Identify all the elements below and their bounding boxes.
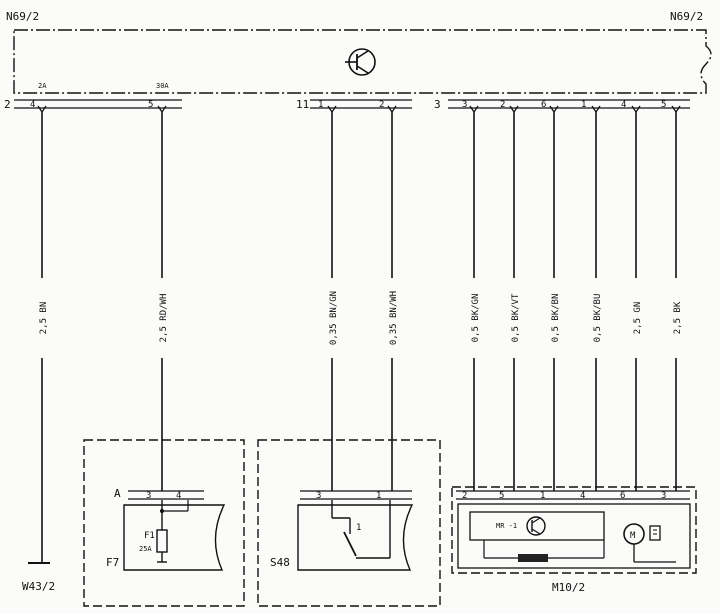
connector-number-middle: 11 <box>296 98 309 111</box>
fuse-box-f7: A 3 4 F1 25A F7 <box>83 439 245 607</box>
inductor-icon <box>518 554 548 562</box>
wire-label-background <box>325 278 339 358</box>
wire-label: 0,5 BK/BN <box>551 294 561 343</box>
pin-number: 5 <box>148 100 153 110</box>
sensor-icon <box>649 525 661 541</box>
wire-label-background <box>507 278 521 358</box>
wire-label: 0,35 BN/WH <box>389 291 399 345</box>
connector-number-right: 3 <box>434 98 441 111</box>
pin-number: 6 <box>620 491 625 501</box>
wire-label-background <box>547 278 561 358</box>
pin-number: 3 <box>316 491 321 501</box>
wire-label-background <box>35 278 49 358</box>
pin-number: 4 <box>621 100 626 110</box>
pin-number: 2 <box>500 100 505 110</box>
switch-icon <box>331 500 391 559</box>
motor-module-m10-2: 2 5 1 4 6 3 MR -1 M M10/2 <box>451 486 697 594</box>
wire-label: 0,5 BK/VT <box>511 293 521 342</box>
wire-label-background <box>629 278 643 358</box>
module-label-right: N69/2 <box>670 10 703 23</box>
wire-label: 0,35 BN/GN <box>329 291 339 345</box>
motor-inner-label: MR -1 <box>496 522 517 530</box>
ground-label: W43/2 <box>22 580 55 593</box>
control-module-outline <box>13 29 712 94</box>
switch-number: 1 <box>356 523 361 533</box>
pin-number: 1 <box>581 100 586 110</box>
wire-label-background <box>385 278 399 358</box>
pin-number: 5 <box>499 491 504 501</box>
pin-number: 2 <box>462 491 467 501</box>
connector-arrow-icon <box>387 105 397 114</box>
motor-icon: M <box>623 523 676 563</box>
fuse-rating: 25A <box>139 545 152 553</box>
fuse-box-outline <box>83 439 245 607</box>
pin-number: 5 <box>661 100 666 110</box>
fuse-icon <box>156 529 168 553</box>
module-label-left: N69/2 <box>6 10 39 23</box>
pin-number: 6 <box>541 100 546 110</box>
connector-strips: 2 11 3 <box>4 98 690 111</box>
motor-module-label: M10/2 <box>552 581 585 594</box>
switch-box-outline <box>257 439 441 607</box>
pin-numbers: 4 5 1 2 3 2 6 1 4 5 2A 30A <box>30 82 666 110</box>
connector-arrow-icon <box>591 105 601 114</box>
pin-number: 1 <box>318 100 323 110</box>
svg-text:M: M <box>630 531 636 541</box>
wire-label: 2,5 GN <box>633 302 643 335</box>
wire-label: 2,5 BN <box>39 302 49 335</box>
fuse-box-connector: A <box>114 487 121 500</box>
switch-box-label: S48 <box>270 556 290 569</box>
transistor-icon <box>526 516 546 536</box>
fuse-label: F1 <box>144 531 155 541</box>
pin-number: 3 <box>146 491 151 501</box>
ground-w43-2: W43/2 <box>22 562 55 593</box>
connector-arrow-icon <box>671 105 681 114</box>
wire-label-background <box>467 278 481 358</box>
pin-number: 4 <box>176 491 181 501</box>
transistor-icon <box>345 48 376 76</box>
control-module-n69-2: N69/2 N69/2 <box>6 10 712 94</box>
wire-label: 2,5 RD/WH <box>159 294 169 343</box>
wire-label: 0,5 BK/GN <box>471 294 481 343</box>
pin-current-rating: 30A <box>156 82 169 90</box>
motor-module-outline <box>451 486 697 574</box>
wire-label-background <box>155 278 169 358</box>
connector-arrow-icon <box>469 105 479 114</box>
connector-arrow-icon <box>631 105 641 114</box>
connector-arrow-icon <box>157 105 167 114</box>
connector-arrow-icon <box>327 105 337 114</box>
wire-label-background <box>589 278 603 358</box>
wire-label-background <box>669 278 683 358</box>
connector-arrow-icon <box>509 105 519 114</box>
connector-arrow-icon <box>549 105 559 114</box>
switch-box-s48: 3 1 1 S48 <box>257 439 441 607</box>
pin-number: 4 <box>580 491 585 501</box>
pin-number: 3 <box>661 491 666 501</box>
pin-number: 1 <box>540 491 545 501</box>
connector-arrow-icon <box>37 105 47 114</box>
pin-number: 2 <box>379 100 384 110</box>
wire-label: 0,5 BK/BU <box>593 294 603 343</box>
connector-number-left: 2 <box>4 98 11 111</box>
fuse-box-label: F7 <box>106 556 119 569</box>
pin-number: 4 <box>30 100 35 110</box>
wires-layer: 2,5 BN 2,5 RD/WH 0,35 BN/GN 0,35 BN/WH 0,5 B… <box>35 105 683 563</box>
pin-number: 3 <box>462 100 467 110</box>
pin-number: 1 <box>376 491 381 501</box>
pin-current-rating: 2A <box>38 82 47 90</box>
wire-label: 2,5 BK <box>673 301 683 334</box>
